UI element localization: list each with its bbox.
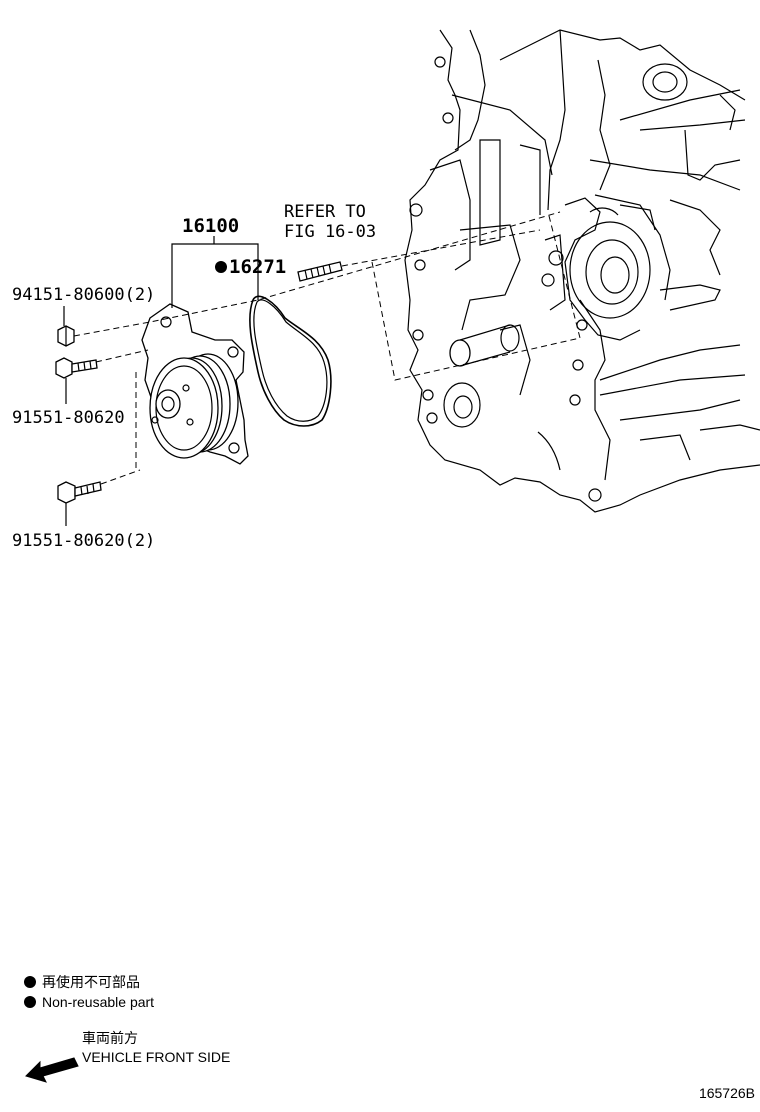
engine-block-illustration: [404, 29, 760, 513]
label-water-pump: 16100: [182, 215, 239, 237]
legend-nonreusable-en: Non-reusable part: [42, 994, 154, 1010]
callout-leaders: [63, 236, 259, 526]
front-arrow-icon: [25, 1057, 79, 1083]
legend-nonreusable-jp: 再使用不可部品: [42, 974, 140, 990]
label-gasket: 16271: [229, 256, 286, 278]
bolt-91551-x2-illustration: [57, 481, 102, 504]
legend-dot-icon: [24, 996, 36, 1008]
stud-bolt-illustration: [297, 261, 343, 282]
assembly-guide-lines: [73, 211, 581, 485]
water-pump-illustration: [141, 303, 249, 465]
label-bolt-bottom: 91551-80620(2): [12, 531, 155, 551]
label-refer-line2: FIG 16-03: [284, 222, 376, 242]
legend-front-jp: 車両前方: [82, 1030, 138, 1046]
figure-id: 165726B: [699, 1085, 755, 1101]
legend: 再使用不可部品 Non-reusable part 車両前方 VEHICLE F…: [24, 974, 230, 1083]
bolt-94151-illustration: [57, 325, 75, 347]
gasket-illustration: [249, 295, 332, 427]
bolt-91551-illustration: [55, 357, 98, 379]
nonreusable-dot-icon: [215, 261, 227, 273]
legend-dot-icon: [24, 976, 36, 988]
legend-front-en: VEHICLE FRONT SIDE: [82, 1049, 230, 1065]
label-bolt-top: 94151-80600(2): [12, 285, 155, 305]
label-refer-line1: REFER TO: [284, 202, 366, 222]
label-bolt-mid: 91551-80620: [12, 408, 125, 428]
